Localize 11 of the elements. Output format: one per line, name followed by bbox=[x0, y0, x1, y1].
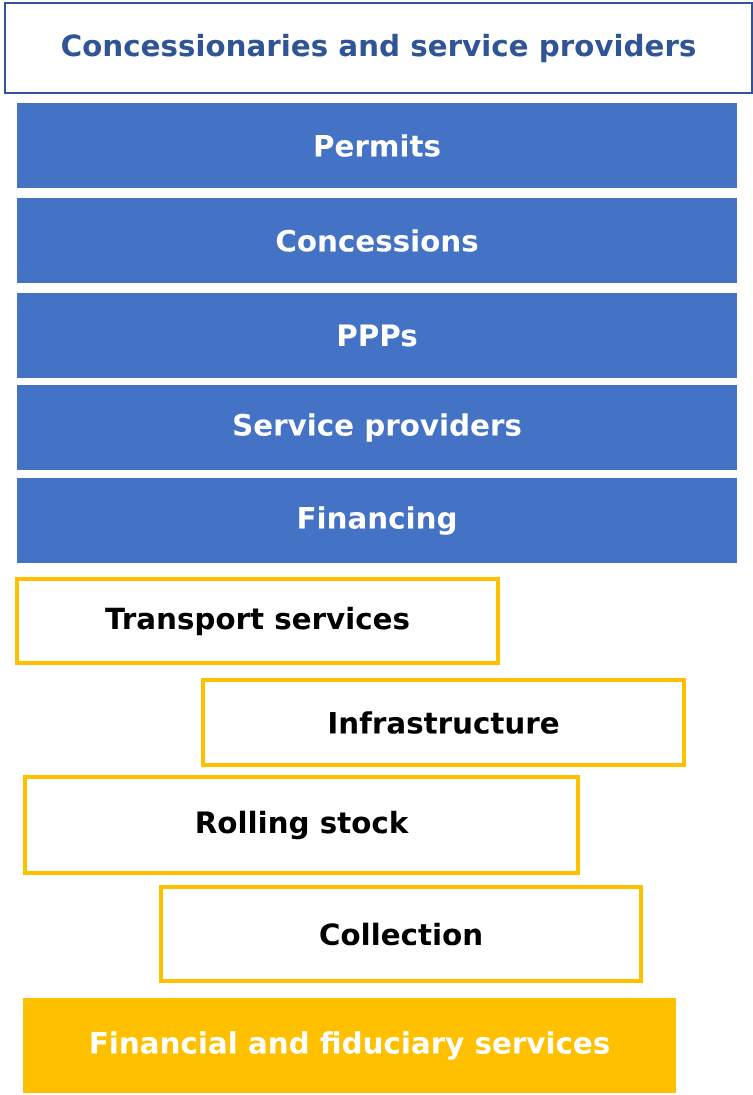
highlight-bar: Financial and fiduciary services bbox=[23, 998, 676, 1093]
heading-box: Concessionaries and service providers bbox=[4, 2, 753, 94]
service-box: Infrastructure bbox=[201, 678, 686, 767]
service-box: Collection bbox=[159, 885, 643, 983]
service-box: Transport services bbox=[15, 577, 500, 665]
category-bar: PPPs bbox=[17, 293, 737, 378]
category-bar: Financing bbox=[17, 478, 737, 563]
service-box: Rolling stock bbox=[23, 775, 580, 875]
category-bar: Service providers bbox=[17, 385, 737, 470]
category-bar: Permits bbox=[17, 103, 737, 188]
category-bar: Concessions bbox=[17, 198, 737, 283]
